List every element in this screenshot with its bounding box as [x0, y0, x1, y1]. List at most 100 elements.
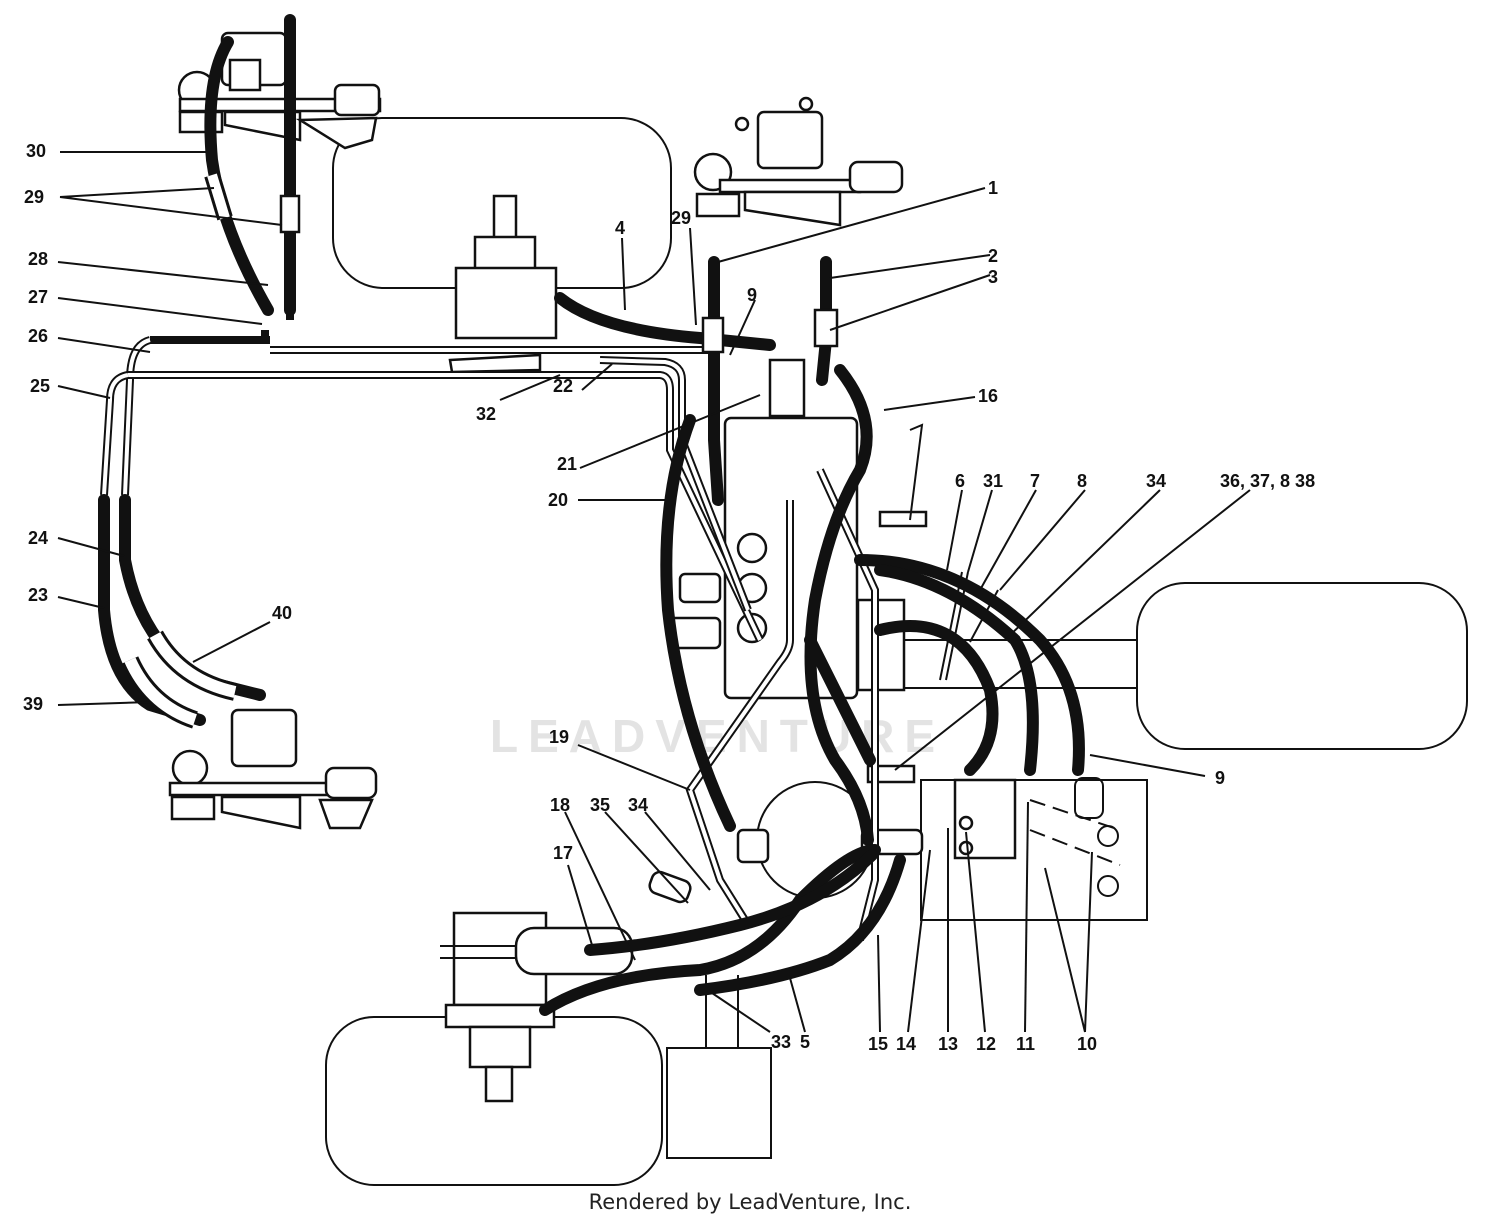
hose-16 — [804, 364, 874, 846]
callout-5: 5 — [800, 1032, 810, 1052]
motor-stud2-upper-right — [734, 116, 750, 132]
motor-bracket-upper-right — [743, 190, 842, 227]
callout-15: 15 — [868, 1034, 888, 1054]
hose-8 — [874, 564, 1039, 776]
callout-12: 12 — [976, 1034, 996, 1054]
callout-33: 33 — [771, 1032, 791, 1052]
valve-top-fitting — [768, 358, 806, 418]
callout-19: 19 — [549, 727, 569, 747]
valve-clamp — [878, 510, 928, 528]
callout-10: 10 — [1077, 1034, 1097, 1054]
gear-lower-left — [171, 749, 209, 787]
linkage-pivot-a — [1097, 825, 1119, 847]
hose-sleeves — [121, 172, 839, 729]
callout-23: 23 — [28, 585, 48, 605]
callout-28: 28 — [28, 249, 48, 269]
valve-port-a — [678, 572, 722, 604]
lower-pump — [440, 870, 692, 1103]
callout-20: 20 — [548, 490, 568, 510]
callout-34-lower: 34 — [628, 795, 648, 815]
motor-body-lower-left — [230, 708, 298, 768]
linkage-dashed — [1029, 799, 1121, 866]
valve-side-block — [856, 598, 906, 692]
hoses — [98, 14, 1085, 1016]
upper-right-motor — [693, 96, 904, 227]
callout-6: 6 — [955, 471, 965, 491]
callout-36-37-38: 36, 37, 8 38 — [1220, 471, 1315, 491]
hose-10 — [874, 620, 999, 776]
mount-arm-upper-left — [295, 116, 378, 150]
motor-cap-right-upper-right — [848, 160, 904, 194]
sleeve-29-b — [279, 194, 301, 234]
lower-pump-base — [468, 1025, 532, 1069]
callout-24: 24 — [28, 528, 48, 548]
callout-13: 13 — [938, 1034, 958, 1054]
lower-left-motor — [168, 708, 378, 830]
callout-18: 18 — [550, 795, 570, 815]
mount-arm-lower-left — [318, 798, 374, 830]
valve-spool-1 — [736, 532, 768, 564]
motor-bracket-lower-left — [220, 795, 302, 830]
leader-lines — [57, 151, 1251, 1033]
pump-pipe — [448, 353, 542, 374]
pump-shaft — [492, 194, 518, 240]
pump-head — [473, 235, 537, 271]
pump-body — [454, 266, 558, 340]
motor-body-upper-right — [756, 110, 824, 170]
callout-32: 32 — [476, 404, 496, 424]
hose-inner — [804, 634, 876, 766]
callout-17: 17 — [553, 843, 573, 863]
callout-8: 8 — [1077, 471, 1087, 491]
callout-3: 3 — [988, 267, 998, 287]
callout-40: 40 — [272, 603, 292, 623]
callout-16: 16 — [978, 386, 998, 406]
callout-4: 4 — [615, 218, 625, 238]
motor-foot-lower-left — [170, 795, 216, 821]
motor-foot-upper-right — [695, 192, 741, 218]
battery-outline — [666, 1047, 772, 1159]
hose-1 — [708, 256, 724, 506]
motor-cap-right-upper-left — [333, 83, 381, 117]
motor-stud-upper-right — [798, 96, 814, 112]
motor-cap-upper-left — [228, 58, 262, 92]
lower-filter — [648, 870, 692, 904]
callout-31: 31 — [983, 471, 1003, 491]
callout-2: 2 — [988, 246, 998, 266]
lower-pump-flange — [444, 1003, 556, 1029]
callouts: 1 2 3 4 29 9 30 29 28 27 26 25 24 23 39 … — [23, 141, 1315, 1054]
callout-29-left: 29 — [24, 187, 44, 207]
lower-cylinder-rod — [440, 945, 516, 959]
hose-5 — [539, 844, 881, 1016]
callout-22: 22 — [553, 376, 573, 396]
callout-21: 21 — [557, 454, 577, 474]
callout-9-lower: 9 — [1215, 768, 1225, 788]
sleeve-29-c — [701, 316, 725, 354]
callout-35: 35 — [590, 795, 610, 815]
rear-clamp — [866, 764, 916, 784]
right-tire-outline — [1136, 582, 1468, 750]
callout-7: 7 — [1030, 471, 1040, 491]
callout-34-right: 34 — [1146, 471, 1166, 491]
hose-4 — [554, 292, 776, 351]
hose-17 — [584, 849, 878, 956]
callout-39: 39 — [23, 694, 43, 714]
lower-pump-shaft — [484, 1065, 514, 1103]
motor-plate-upper-right — [718, 178, 862, 194]
rear-valve-port-1 — [958, 815, 974, 831]
rear-valve-port-2 — [958, 840, 974, 856]
linkage-pivot-b — [1097, 875, 1119, 897]
callout-30: 30 — [26, 141, 46, 161]
callout-27: 27 — [28, 287, 48, 307]
callout-26: 26 — [28, 326, 48, 346]
callout-11: 11 — [1016, 1034, 1035, 1054]
callout-25: 25 — [30, 376, 50, 396]
motor-bracket-upper-left — [223, 110, 302, 142]
upper-pump — [448, 194, 558, 374]
callout-14: 14 — [896, 1034, 916, 1054]
cylinder-outline — [1074, 777, 1104, 819]
motor-cap-right-lower-left — [324, 766, 378, 800]
hose-30 — [204, 36, 274, 316]
hose-20-loop — [660, 414, 736, 832]
